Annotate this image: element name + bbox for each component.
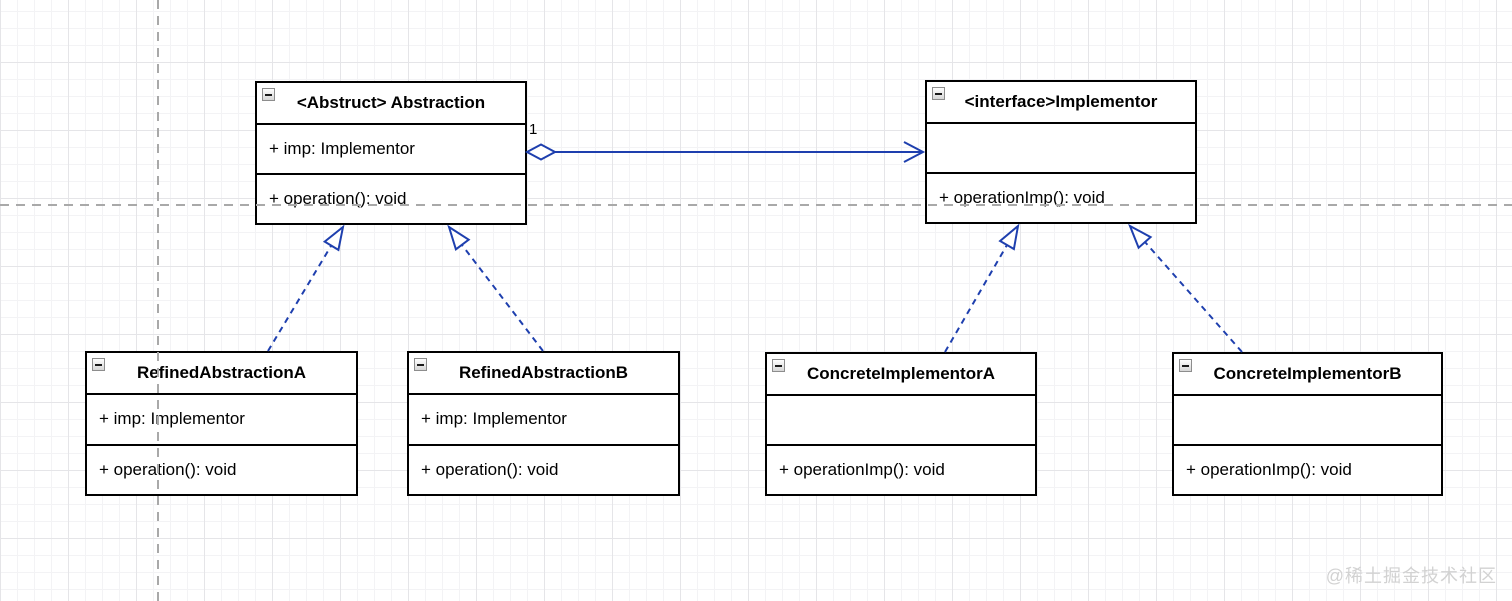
class-title-row: <Abstruct> Abstraction (257, 83, 525, 125)
class-title-row: RefinedAbstractionB (409, 353, 678, 395)
class-title-row: RefinedAbstractionA (87, 353, 356, 395)
class-title: <interface>Implementor (964, 92, 1158, 111)
open-triangle-arrowhead-icon (1128, 223, 1153, 250)
class-attribute: + imp: Implementor (409, 395, 678, 446)
class-title: RefinedAbstractionB (458, 363, 629, 382)
minus-glyph (265, 93, 272, 96)
class-attribute: + imp: Implementor (87, 395, 356, 446)
class-attribute-empty (927, 124, 1195, 174)
class-method: + operation(): void (421, 459, 559, 479)
open-diamond-icon (524, 143, 558, 161)
open-triangle-arrowhead-icon (998, 223, 1020, 251)
class-title: <Abstruct> Abstraction (296, 93, 486, 112)
minus-glyph (935, 92, 942, 95)
aggregation-connector[interactable] (524, 141, 926, 163)
realization-line (267, 245, 332, 352)
realization-line (1144, 241, 1243, 353)
open-triangle-arrowhead-icon (322, 224, 345, 252)
class-method: + operationImp(): void (779, 460, 945, 479)
class-method: + operationImp(): void (1186, 460, 1352, 479)
class-method: + operation(): void (99, 459, 237, 479)
class-attribute: + imp: Implementor (257, 125, 525, 175)
class-node-refined-abstraction-b[interactable]: RefinedAbstractionB + imp: Implementor +… (407, 351, 680, 496)
collapse-minus-icon[interactable] (414, 358, 427, 371)
class-node-refined-abstraction-a[interactable]: RefinedAbstractionA + imp: Implementor +… (85, 351, 358, 496)
collapse-minus-icon[interactable] (1179, 359, 1192, 372)
multiplicity-label: 1 (529, 121, 538, 138)
class-node-concrete-implementor-b[interactable]: ConcreteImplementorB + operationImp(): v… (1172, 352, 1443, 496)
minus-glyph (95, 363, 102, 366)
open-arrowhead-icon (903, 141, 926, 163)
class-node-concrete-implementor-a[interactable]: ConcreteImplementorA + operationImp(): v… (765, 352, 1037, 496)
class-title: RefinedAbstractionA (136, 363, 307, 382)
class-attribute-empty (767, 396, 1035, 446)
minus-glyph (775, 364, 782, 367)
realization-line (461, 244, 544, 352)
realization-line (944, 244, 1008, 353)
class-title-row: <interface>Implementor (927, 82, 1195, 124)
class-node-abstraction[interactable]: <Abstruct> Abstraction + imp: Implemento… (255, 81, 527, 225)
class-method: + operationImp(): void (939, 188, 1105, 207)
watermark-text: @稀土掘金技术社区 (1325, 566, 1497, 586)
class-title: ConcreteImplementorB (1213, 364, 1402, 383)
realization-connector-concrete-b[interactable] (1128, 223, 1243, 353)
minus-glyph (1182, 364, 1189, 367)
class-title: ConcreteImplementorA (807, 364, 995, 383)
collapse-minus-icon[interactable] (92, 358, 105, 371)
collapse-minus-icon[interactable] (772, 359, 785, 372)
realization-connector-concrete-a[interactable] (944, 223, 1020, 353)
open-triangle-arrowhead-icon (447, 224, 471, 251)
collapse-minus-icon[interactable] (932, 87, 945, 100)
collapse-minus-icon[interactable] (262, 88, 275, 101)
class-attribute-empty (1174, 396, 1441, 446)
class-title-row: ConcreteImplementorA (767, 354, 1035, 396)
realization-connector-refined-a[interactable] (267, 224, 345, 352)
class-title-row: ConcreteImplementorB (1174, 354, 1441, 396)
class-method: + operation(): void (269, 189, 407, 208)
minus-glyph (417, 363, 424, 366)
class-node-implementor[interactable]: <interface>Implementor + operationImp():… (925, 80, 1197, 224)
realization-connector-refined-b[interactable] (447, 224, 544, 352)
